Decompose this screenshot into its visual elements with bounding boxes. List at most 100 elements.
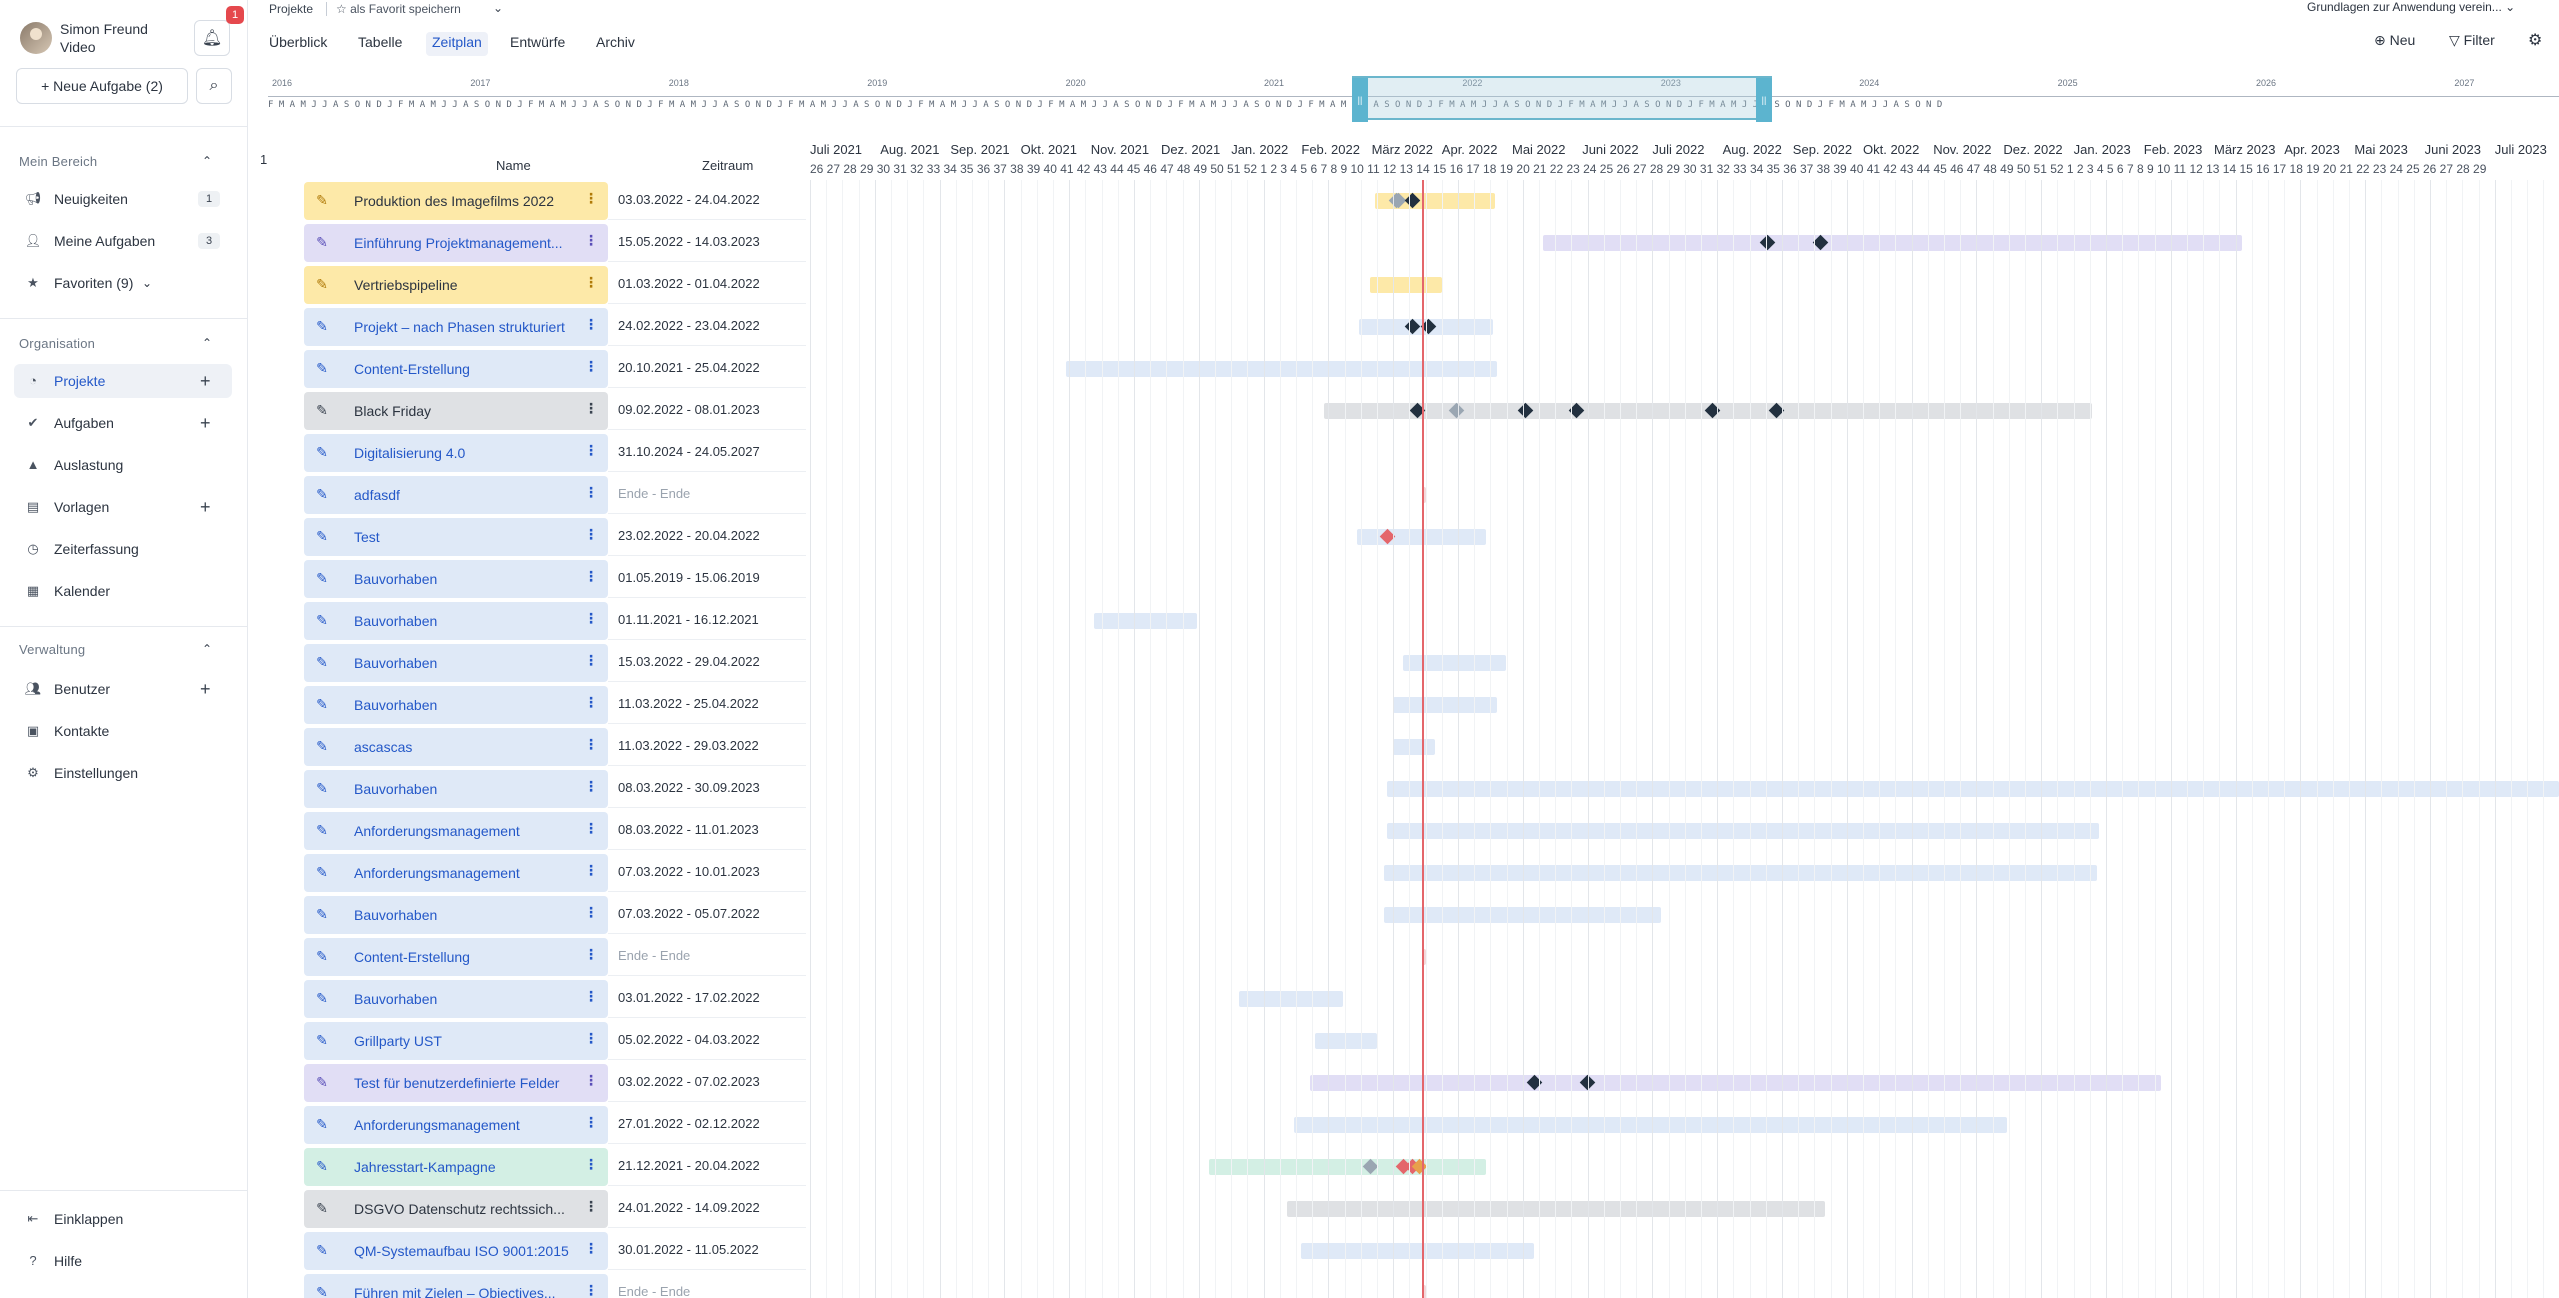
edit-pencil-icon[interactable]: ✎ <box>316 1032 328 1048</box>
project-name-cell[interactable]: ✎Bauvorhaben⋮ <box>304 686 608 724</box>
tab-zeitplan[interactable]: Zeitplan <box>426 32 488 56</box>
project-name-cell[interactable]: ✎Vertriebspipeline⋮ <box>304 266 608 304</box>
project-name[interactable]: Test <box>354 529 380 545</box>
edit-pencil-icon[interactable]: ✎ <box>316 318 328 334</box>
sidebar-item-projekte[interactable]: ◔Projekte+ <box>14 364 232 398</box>
project-name-cell[interactable]: ✎Jahresstart-Kampagne⋮ <box>304 1148 608 1186</box>
project-name[interactable]: Projekt – nach Phasen strukturiert <box>354 319 565 335</box>
project-row[interactable]: ✎QM-Systemaufbau ISO 9001:2015⋮30.01.202… <box>304 1230 2559 1272</box>
search-button[interactable]: ⌕ <box>196 68 232 104</box>
project-name[interactable]: Content-Erstellung <box>354 949 470 965</box>
edit-pencil-icon[interactable]: ✎ <box>316 528 328 544</box>
sidebar-item-kontakte[interactable]: ▣Kontakte <box>14 714 232 748</box>
project-name-cell[interactable]: ✎Bauvorhaben⋮ <box>304 896 608 934</box>
more-options-icon[interactable]: ⋮ <box>584 484 598 500</box>
tab-tabelle[interactable]: Tabelle <box>358 34 403 50</box>
edit-pencil-icon[interactable]: ✎ <box>316 738 328 754</box>
project-name-cell[interactable]: ✎adfasdf⋮ <box>304 476 608 514</box>
edit-pencil-icon[interactable]: ✎ <box>316 780 328 796</box>
project-row[interactable]: ✎Black Friday⋮09.02.2022 - 08.01.2023 <box>304 390 2559 432</box>
more-options-icon[interactable]: ⋮ <box>584 610 598 626</box>
project-row[interactable]: ✎Content-Erstellung⋮Ende - Ende <box>304 936 2559 978</box>
column-header-range[interactable]: Zeitraum <box>702 158 754 173</box>
project-row[interactable]: ✎Projekt – nach Phasen strukturiert⋮24.0… <box>304 306 2559 348</box>
notifications-button[interactable]: 🔔︎ <box>194 20 230 56</box>
project-name[interactable]: Grillparty UST <box>354 1033 442 1049</box>
edit-pencil-icon[interactable]: ✎ <box>316 570 328 586</box>
edit-pencil-icon[interactable]: ✎ <box>316 948 328 964</box>
project-name[interactable]: Produktion des Imagefilms 2022 <box>354 193 554 209</box>
project-row[interactable]: ✎Bauvorhaben⋮08.03.2022 - 30.09.2023 <box>304 768 2559 810</box>
project-row[interactable]: ✎Führen mit Zielen – Objectives...⋮Ende … <box>304 1272 2559 1298</box>
project-name[interactable]: Bauvorhaben <box>354 655 438 671</box>
more-options-icon[interactable]: ⋮ <box>584 190 598 206</box>
project-row[interactable]: ✎Bauvorhaben⋮03.01.2022 - 17.02.2022 <box>304 978 2559 1020</box>
gantt-bar[interactable] <box>1393 697 1498 713</box>
chevron-down-icon[interactable]: ⌄ <box>493 1 504 15</box>
add-icon[interactable]: + <box>200 679 211 699</box>
more-options-icon[interactable]: ⋮ <box>584 862 598 878</box>
settings-gear-icon[interactable]: ⚙ <box>2528 32 2543 49</box>
sidebar-item-einstellungen[interactable]: ⚙Einstellungen <box>14 756 232 790</box>
more-options-icon[interactable]: ⋮ <box>584 1156 598 1172</box>
project-row[interactable]: ✎Produktion des Imagefilms 2022⋮03.03.20… <box>304 180 2559 222</box>
project-name-cell[interactable]: ✎Digitalisierung 4.0⋮ <box>304 434 608 472</box>
project-row[interactable]: ✎Anforderungsmanagement⋮08.03.2022 - 11.… <box>304 810 2559 852</box>
minimap-handle-right[interactable]: || <box>1756 78 1772 122</box>
gantt-bar[interactable] <box>1422 1285 1426 1298</box>
project-name[interactable]: Vertriebspipeline <box>354 277 458 293</box>
edit-pencil-icon[interactable]: ✎ <box>316 360 328 376</box>
project-name-cell[interactable]: ✎Content-Erstellung⋮ <box>304 350 608 388</box>
project-name-cell[interactable]: ✎DSGVO Datenschutz rechtssich...⋮ <box>304 1190 608 1228</box>
sidebar-item-benutzer[interactable]: 👥︎Benutzer+ <box>14 672 232 706</box>
edit-pencil-icon[interactable]: ✎ <box>316 1116 328 1132</box>
project-name-cell[interactable]: ✎Projekt – nach Phasen strukturiert⋮ <box>304 308 608 346</box>
project-row[interactable]: ✎Content-Erstellung⋮20.10.2021 - 25.04.2… <box>304 348 2559 390</box>
project-name[interactable]: Anforderungsmanagement <box>354 865 520 881</box>
minimap-window[interactable]: || || <box>1352 76 1772 122</box>
project-name[interactable]: Einführung Projektmanagement... <box>354 235 563 251</box>
project-name-cell[interactable]: ✎ Grillparty UST ⋮ <box>304 1022 608 1060</box>
project-name[interactable]: Bauvorhaben <box>354 991 438 1007</box>
sidebar-item-kalender[interactable]: ▦Kalender <box>14 574 232 608</box>
project-row[interactable]: ✎Test⋮23.02.2022 - 20.04.2022 <box>304 516 2559 558</box>
gantt-bar[interactable] <box>1386 781 2559 797</box>
project-name[interactable]: QM-Systemaufbau ISO 9001:2015 <box>354 1243 569 1259</box>
more-options-icon[interactable]: ⋮ <box>584 904 598 920</box>
more-options-icon[interactable]: ⋮ <box>584 988 598 1004</box>
edit-pencil-icon[interactable]: ✎ <box>316 696 328 712</box>
project-name[interactable]: Digitalisierung 4.0 <box>354 445 466 461</box>
project-name-cell[interactable]: ✎Führen mit Zielen – Objectives...⋮ <box>304 1274 608 1298</box>
project-name[interactable]: Content-Erstellung <box>354 361 470 377</box>
project-row[interactable]: ✎Bauvorhaben⋮07.03.2022 - 05.07.2022 <box>304 894 2559 936</box>
project-name[interactable]: ascascas <box>354 739 413 755</box>
new-task-button[interactable]: + Neue Aufgabe (2) <box>16 68 188 104</box>
project-name-cell[interactable]: ✎Black Friday⋮ <box>304 392 608 430</box>
more-options-icon[interactable]: ⋮ <box>584 1114 598 1130</box>
more-options-icon[interactable]: ⋮ <box>584 652 598 668</box>
help-button[interactable]: ?Hilfe <box>14 1244 232 1278</box>
project-row[interactable]: ✎Bauvorhaben⋮15.03.2022 - 29.04.2022 <box>304 642 2559 684</box>
project-name[interactable]: Bauvorhaben <box>354 571 438 587</box>
edit-pencil-icon[interactable]: ✎ <box>316 1200 328 1216</box>
gantt-bar[interactable] <box>1402 655 1507 671</box>
more-options-icon[interactable]: ⋮ <box>584 1198 598 1214</box>
edit-pencil-icon[interactable]: ✎ <box>316 486 328 502</box>
project-row[interactable]: ✎adfasdf⋮Ende - Ende <box>304 474 2559 516</box>
sidebar-item-auslastung[interactable]: ▲Auslastung <box>14 448 232 482</box>
edit-pencil-icon[interactable]: ✎ <box>316 990 328 1006</box>
project-name-cell[interactable]: ✎Content-Erstellung⋮ <box>304 938 608 976</box>
sidebar-item-favoriten[interactable]: ★Favoriten (9)⌄ <box>14 266 232 300</box>
project-name-cell[interactable]: ✎Test⋮ <box>304 518 608 556</box>
edit-pencil-icon[interactable]: ✎ <box>316 906 328 922</box>
project-row[interactable]: ✎Jahresstart-Kampagne⋮21.12.2021 - 20.04… <box>304 1146 2559 1188</box>
sidebar-item-zeiterfassung[interactable]: ◷Zeiterfassung <box>14 532 232 566</box>
add-icon[interactable]: + <box>200 497 211 517</box>
more-options-icon[interactable]: ⋮ <box>584 1030 598 1046</box>
chevron-up-icon[interactable]: ⌃ <box>202 642 213 656</box>
edit-pencil-icon[interactable]: ✎ <box>316 276 328 292</box>
project-row[interactable]: ✎Test für benutzerdefinierte Felder⋮03.0… <box>304 1062 2559 1104</box>
edit-pencil-icon[interactable]: ✎ <box>316 612 328 628</box>
more-options-icon[interactable]: ⋮ <box>584 442 598 458</box>
